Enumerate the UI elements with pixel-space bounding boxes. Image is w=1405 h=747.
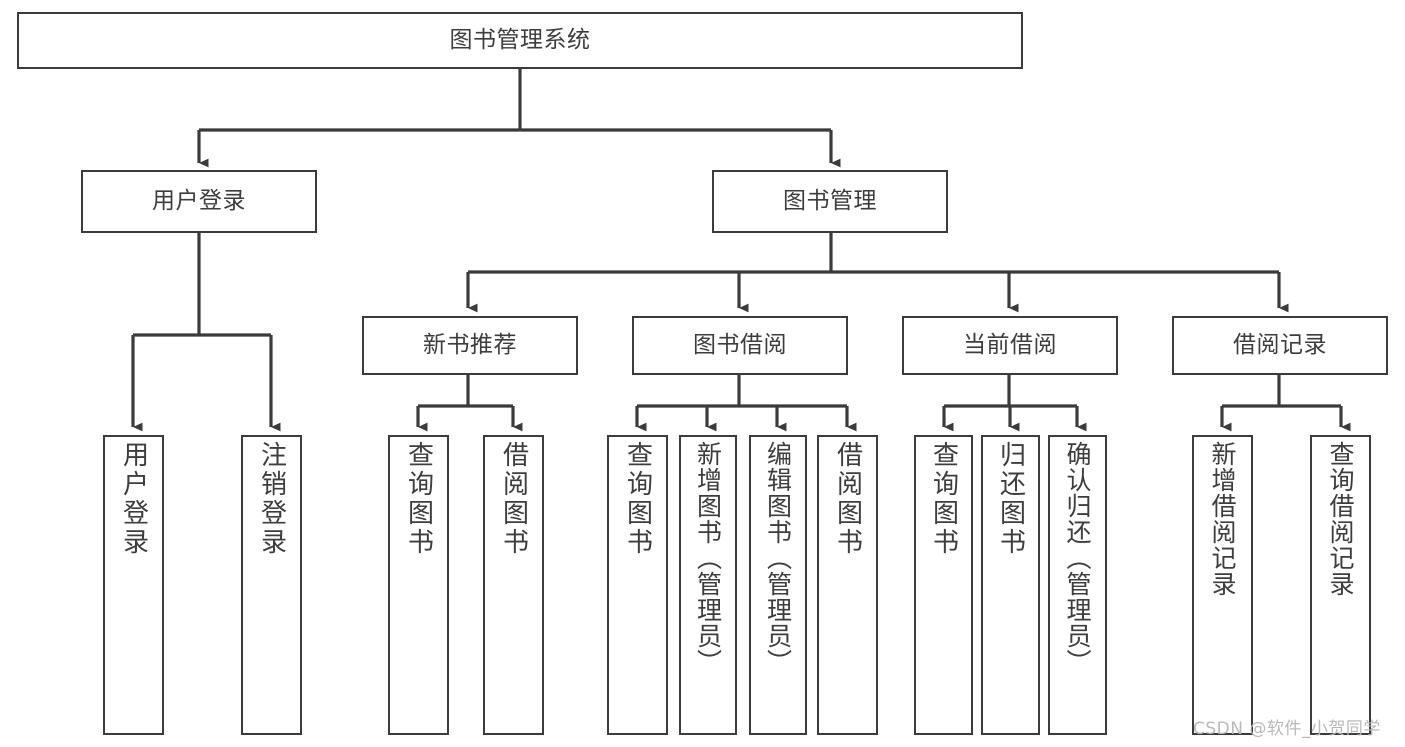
node-current-borrowing[interactable]: 当前借阅 — [902, 316, 1118, 375]
node-book-management[interactable]: 图书管理 — [712, 170, 948, 233]
node-label: 新增图书（管理员） — [693, 441, 723, 675]
node-label: 归还图书 — [995, 441, 1026, 557]
node-label: 图书管理 — [783, 187, 877, 214]
node-label: 用户登录 — [152, 187, 246, 214]
node-leaf-borrow-book-borrowing[interactable]: 借阅图书 — [817, 435, 878, 735]
node-root-book-management-system[interactable]: 图书管理系统 — [17, 12, 1023, 69]
node-label: 注销登录 — [256, 441, 287, 557]
node-label: 借阅记录 — [1233, 331, 1327, 358]
node-leaf-query-book-recommendation[interactable]: 查询图书 — [388, 435, 449, 735]
node-label: 借阅图书 — [498, 441, 529, 557]
node-label: 用户登录 — [118, 441, 149, 557]
node-label: 借阅图书 — [832, 441, 863, 557]
node-label: 查询图书 — [622, 441, 653, 557]
node-label: 图书管理系统 — [449, 26, 591, 53]
node-user-login[interactable]: 用户登录 — [81, 170, 317, 233]
node-label: 查询图书 — [928, 441, 959, 557]
node-leaf-borrow-book-recommendation[interactable]: 借阅图书 — [483, 435, 544, 735]
node-leaf-query-borrow-record[interactable]: 查询借阅记录 — [1310, 435, 1371, 735]
node-leaf-confirm-return-admin[interactable]: 确认归还（管理员） — [1048, 435, 1107, 735]
node-leaf-logout[interactable]: 注销登录 — [241, 435, 302, 735]
node-leaf-add-book-admin[interactable]: 新增图书（管理员） — [679, 435, 737, 735]
node-label: 当前借阅 — [963, 331, 1057, 358]
node-leaf-user-login[interactable]: 用户登录 — [103, 435, 164, 735]
node-label: 查询借阅记录 — [1326, 441, 1355, 597]
node-leaf-query-book-current[interactable]: 查询图书 — [914, 435, 973, 735]
node-leaf-add-borrow-record[interactable]: 新增借阅记录 — [1192, 435, 1253, 735]
node-new-book-recommendation[interactable]: 新书推荐 — [362, 316, 578, 375]
node-leaf-return-book[interactable]: 归还图书 — [981, 435, 1040, 735]
node-leaf-query-book-borrowing[interactable]: 查询图书 — [607, 435, 668, 735]
node-book-borrowing[interactable]: 图书借阅 — [632, 316, 848, 375]
csdn-watermark: CSDN @软件_小贺同学 — [1193, 719, 1381, 739]
node-leaf-edit-book-admin[interactable]: 编辑图书（管理员） — [749, 435, 807, 735]
node-label: 新书推荐 — [423, 331, 517, 358]
node-label: 图书借阅 — [693, 331, 787, 358]
node-label: 确认归还（管理员） — [1063, 441, 1092, 675]
node-label: 编辑图书（管理员） — [763, 441, 793, 675]
node-label: 查询图书 — [403, 441, 434, 557]
node-label: 新增借阅记录 — [1208, 441, 1237, 597]
node-borrowing-record[interactable]: 借阅记录 — [1172, 316, 1388, 375]
